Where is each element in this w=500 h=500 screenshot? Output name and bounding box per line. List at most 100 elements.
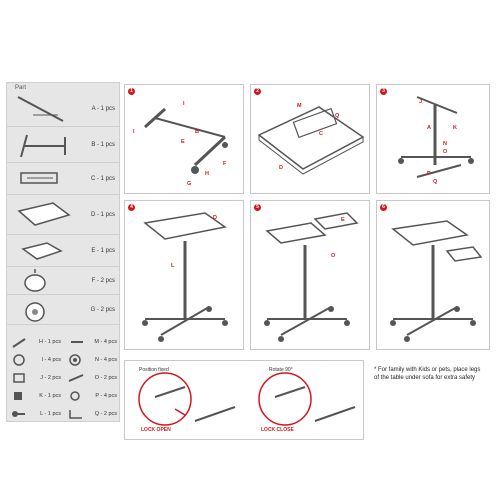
part-label: C - 1 pcs [90,175,115,182]
callout: E [181,139,185,145]
callout: A [427,125,431,131]
part-row-a: A - 1 pcs [7,91,119,127]
part-a-illustration [17,96,64,122]
wrench-icon [12,338,26,348]
callout: D [213,215,217,221]
hardware-grid: H - 1 pcs M - 4 pcs I - 4 pcs N - 4 pcs … [7,333,119,423]
part-row-d: D - 1 pcs [7,195,119,235]
hardware-item-k: K - 1 pcs [7,387,63,405]
step-1-panel: 1 I I B E G H F [124,84,244,194]
hardware-label: M - 4 pcs [94,339,117,345]
lock-open-label: LOCK OPEN [141,427,171,433]
hardware-item-l: L - 1 pcs [7,405,63,423]
callout: I [133,129,135,135]
callout: P [427,171,431,177]
part-b-illustration [20,134,66,158]
part-label: B - 1 pcs [91,141,115,148]
part-d-illustration [17,202,71,226]
part-row-b: B - 1 pcs [7,127,119,163]
knob-icon [13,373,25,383]
hardware-item-o: O - 2 pcs [63,369,119,387]
callout: J [419,99,423,105]
callout: L [171,263,175,269]
callout: D [279,165,283,171]
lock-illustration [138,372,356,426]
hardware-item-h: H - 1 pcs [7,333,63,351]
part-row-c: C - 1 pcs [7,163,119,195]
callout: I [183,101,185,107]
step-1-illustration [143,107,228,174]
step-5-panel: 5 E O [250,200,370,350]
lock-detail-panel: Position fixed Rotate 90° LOCK OPEN LOCK… [124,360,364,440]
hardware-label: J - 2 pcs [40,375,61,381]
step-number: 1 [128,88,135,95]
part-row-f: F - 2 pcs [7,267,119,295]
step-4-illustration [142,212,228,342]
callout: H [205,171,209,177]
part-label: E - 1 pcs [91,247,115,254]
hardware-item-q: Q - 2 pcs [63,405,119,423]
hardware-item-p: P - 4 pcs [63,387,119,405]
hardware-label: L - 1 pcs [40,411,61,417]
part-label: D - 1 pcs [90,211,115,218]
hardware-label: N - 4 pcs [94,357,117,363]
part-label: F - 2 pcs [91,277,115,284]
hardware-label: Q - 2 pcs [94,411,117,417]
part-label: A - 1 pcs [91,105,115,112]
screw-icon [71,341,83,343]
hardware-label: I - 4 pcs [41,357,61,363]
callout: O [443,149,448,155]
callout: G [187,181,192,187]
hardware-item-m: M - 4 pcs [63,333,119,351]
step-2-illustration [257,106,365,175]
part-row-g: G - 2 pcs [7,295,119,325]
callout: F [223,161,227,167]
step-number: 5 [254,204,261,211]
handle-bolt-icon [12,411,25,417]
bolt-icon [68,374,84,382]
hardware-item-j: J - 2 pcs [7,369,63,387]
callout: B [195,129,199,135]
callout: N [443,141,447,147]
part-row-e: E - 1 pcs [7,235,119,267]
callout: Q [335,113,340,119]
cap-icon [13,354,25,366]
step-6-illustration [390,220,483,342]
step-3-illustration [398,96,474,178]
safety-note: * For family with Kids or pets, place le… [374,367,481,381]
callout: O [331,253,336,259]
hardware-item-i: I - 4 pcs [7,351,63,369]
position-fixed-caption: Position fixed [139,367,169,373]
allen-key-icon [69,410,82,419]
part-label: G - 2 pcs [90,306,115,313]
step-number: 6 [380,204,387,211]
step-2-panel: 2 M Q C D [250,84,370,194]
step-5-illustration [264,212,359,342]
hardware-label: H - 1 pcs [38,339,61,345]
rotate-caption: Rotate 90° [269,367,293,373]
step-3-panel: 3 J A K N O P Q [376,84,490,194]
parts-panel: Part A - 1 pcs B - 1 pcs C - 1 pcs D - 1… [6,82,120,422]
hardware-label: O - 2 pcs [94,375,117,381]
hardware-label: P - 4 pcs [95,393,117,399]
washer-icon [69,354,81,366]
part-e-illustration [21,242,63,260]
hardware-label: K - 1 pcs [39,393,61,399]
part-g-illustration [25,302,45,322]
step-number: 2 [254,88,261,95]
step-4-panel: 4 D L [124,200,244,350]
step-6-panel: 6 [376,200,490,350]
lock-close-label: LOCK CLOSE [261,427,294,433]
step-number: 4 [128,204,135,211]
part-f-illustration [24,269,46,292]
lock-knob-icon [14,392,22,400]
callout: M [297,103,302,109]
callout: C [319,131,323,137]
callout: E [341,217,345,223]
callout: K [453,125,457,131]
hardware-item-n: N - 4 pcs [63,351,119,369]
step-number: 3 [380,88,387,95]
nut-icon [70,391,80,401]
parts-title: Part [15,85,27,91]
part-c-illustration [20,172,58,184]
